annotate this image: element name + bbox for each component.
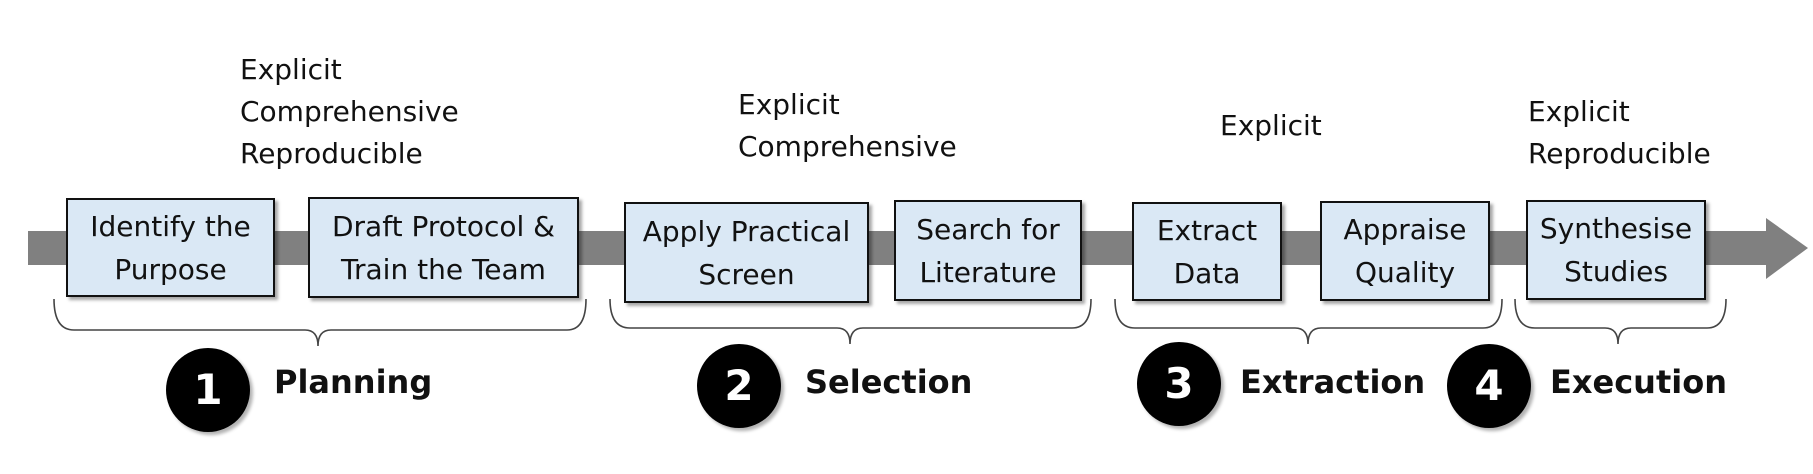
- attribute-explicit: Explicit: [1528, 95, 1630, 128]
- step-label: Apply Practical Screen: [642, 214, 851, 291]
- attribute-explicit: Explicit: [1220, 109, 1322, 142]
- phase-2-attributes: Explicit Comprehensive: [738, 84, 957, 168]
- timeline-arrow-head: [1766, 218, 1808, 279]
- phase-4-attributes: Explicit Reproducible: [1528, 91, 1711, 175]
- attribute-reproducible: Reproducible: [1528, 137, 1711, 170]
- step-search-literature: Search for Literature: [894, 200, 1082, 301]
- phase-1-label: Planning: [274, 363, 433, 401]
- phase-number: 3: [1164, 359, 1194, 408]
- attribute-comprehensive: Comprehensive: [240, 95, 459, 128]
- phase-1-number-badge: 1: [166, 348, 250, 432]
- phase-2-label: Selection: [805, 363, 973, 401]
- phase-2-number-badge: 2: [697, 344, 781, 428]
- phase-3-brace: [1114, 298, 1503, 345]
- step-identify-purpose: Identify the Purpose: [66, 198, 275, 297]
- phase-3-label: Extraction: [1240, 363, 1426, 401]
- phase-2-brace: [609, 298, 1092, 345]
- step-draft-protocol: Draft Protocol & Train the Team: [308, 197, 579, 298]
- step-synthesise-studies: Synthesise Studies: [1526, 200, 1706, 300]
- step-extract-data: Extract Data: [1132, 202, 1282, 301]
- phase-4-number-badge: 4: [1447, 344, 1531, 428]
- step-appraise-quality: Appraise Quality: [1320, 201, 1490, 301]
- step-apply-practical-screen: Apply Practical Screen: [624, 202, 869, 303]
- attribute-explicit: Explicit: [738, 88, 840, 121]
- phase-1-attributes: Explicit Comprehensive Reproducible: [240, 49, 459, 175]
- step-label: Identify the Purpose: [90, 209, 251, 286]
- phase-3-number-badge: 3: [1137, 342, 1221, 426]
- step-label: Extract Data: [1156, 213, 1258, 290]
- phase-4-label: Execution: [1550, 363, 1727, 401]
- phase-4-brace: [1514, 298, 1727, 345]
- step-label: Draft Protocol & Train the Team: [331, 209, 556, 286]
- phase-1-brace: [53, 298, 587, 347]
- phase-number: 1: [193, 365, 223, 414]
- phase-3-attributes: Explicit: [1220, 105, 1322, 147]
- phase-number: 4: [1474, 361, 1504, 410]
- step-label: Appraise Quality: [1343, 213, 1467, 289]
- attribute-explicit: Explicit: [240, 53, 342, 86]
- step-label: Synthesise Studies: [1539, 212, 1693, 288]
- attribute-reproducible: Reproducible: [240, 137, 423, 170]
- step-label: Search for Literature: [916, 212, 1060, 289]
- attribute-comprehensive: Comprehensive: [738, 130, 957, 163]
- phase-number: 2: [724, 361, 754, 410]
